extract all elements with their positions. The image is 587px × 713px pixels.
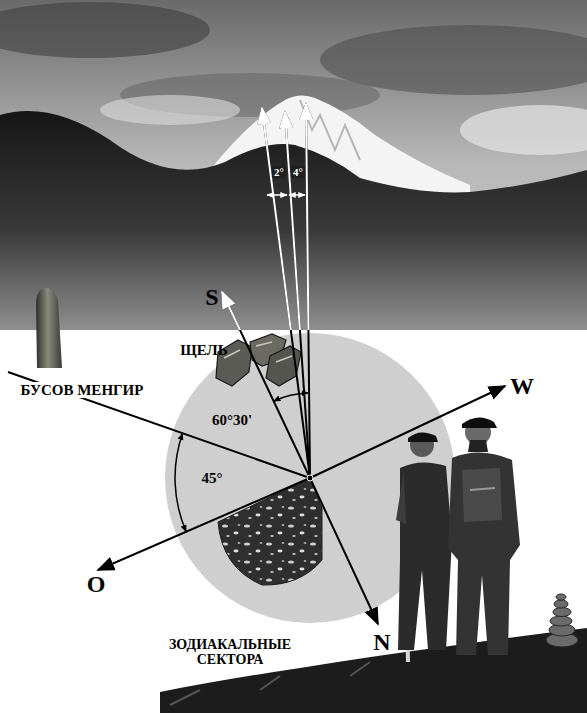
compass-letter: W bbox=[508, 373, 536, 399]
place-label: ЩЕЛЬ bbox=[178, 342, 229, 359]
compass-letter: O bbox=[85, 571, 108, 597]
angle-label: 4° bbox=[291, 166, 305, 178]
place-label: ЗОДИАКАЛЬНЫЕ СЕКТОРА bbox=[158, 637, 302, 668]
menhir-stone bbox=[36, 288, 62, 368]
compass-letter: S bbox=[203, 284, 220, 310]
zodiac-sector bbox=[218, 478, 322, 585]
angle-label: 60°30' bbox=[210, 412, 254, 429]
compass-letter: N bbox=[371, 629, 392, 655]
place-label: БУСОВ МЕНГИР bbox=[19, 382, 146, 399]
angle-label: 45° bbox=[200, 470, 225, 487]
mountain-photo bbox=[0, 0, 587, 368]
direction-lines bbox=[8, 104, 505, 624]
gap-rocks bbox=[216, 334, 301, 386]
people-photo bbox=[160, 417, 587, 713]
angle-label: 2° bbox=[272, 166, 286, 178]
